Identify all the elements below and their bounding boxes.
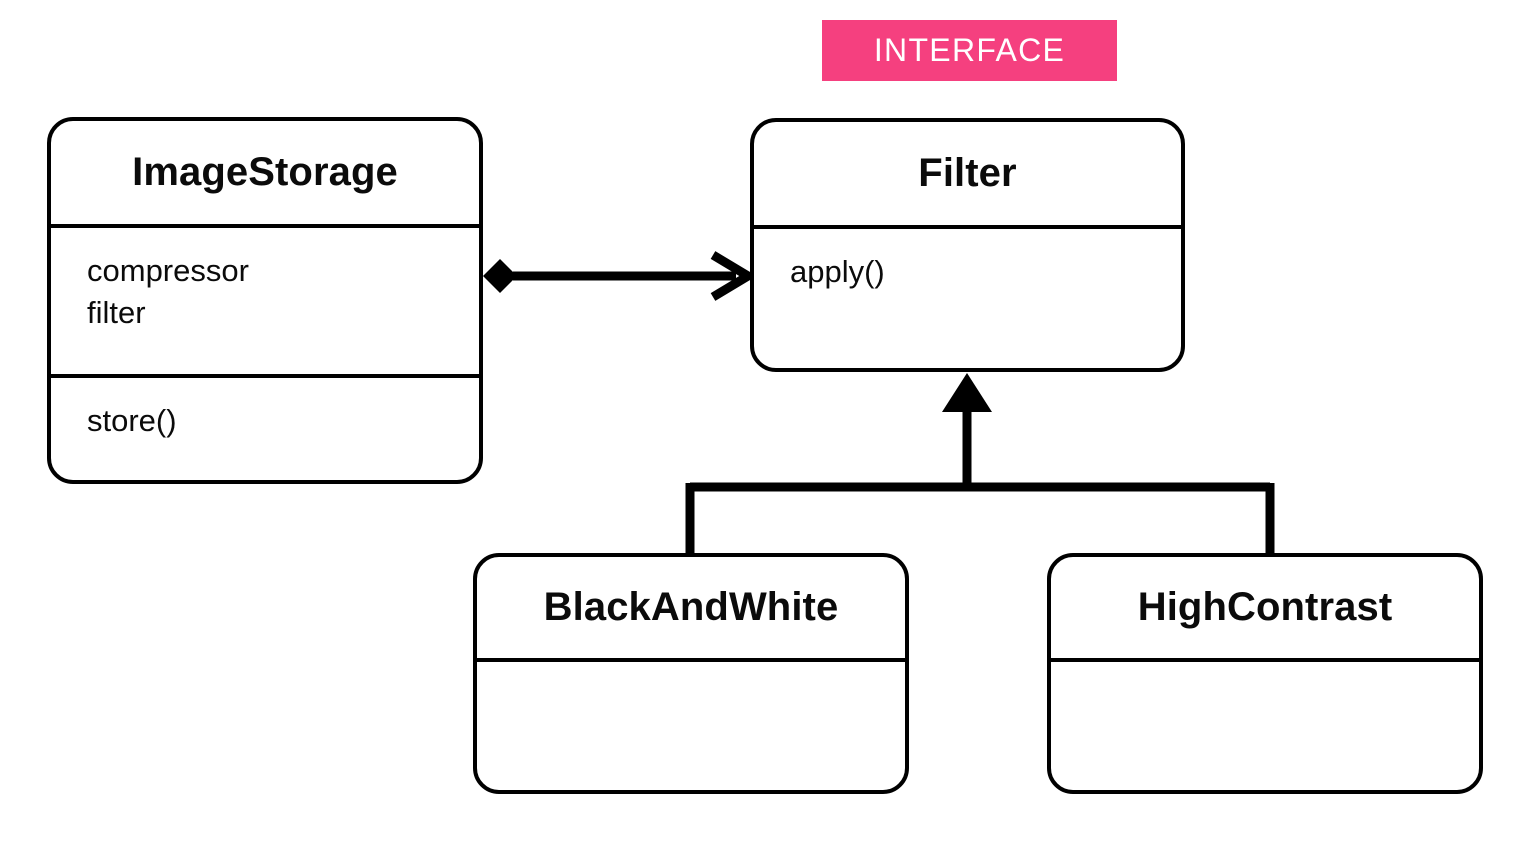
uml-class-imagestorage-attributes: compressor filter bbox=[51, 224, 479, 374]
uml-class-blackandwhite-title: BlackAndWhite bbox=[477, 557, 905, 658]
uml-class-imagestorage-name: ImageStorage bbox=[132, 150, 398, 194]
generalization-connector-tree bbox=[685, 373, 1275, 556]
filled-triangle-icon bbox=[942, 373, 992, 412]
uml-class-blackandwhite[interactable]: BlackAndWhite bbox=[473, 553, 909, 794]
uml-method: apply() bbox=[790, 254, 885, 289]
uml-class-blackandwhite-members bbox=[477, 658, 905, 790]
uml-class-filter-title: Filter bbox=[754, 122, 1181, 225]
uml-attribute: filter bbox=[87, 294, 146, 330]
filled-diamond-icon bbox=[483, 259, 517, 293]
uml-class-imagestorage-methods: store() bbox=[51, 374, 479, 480]
uml-method: store() bbox=[87, 403, 177, 438]
uml-class-imagestorage-title: ImageStorage bbox=[51, 121, 479, 224]
uml-attribute: compressor bbox=[87, 253, 249, 288]
uml-class-filter-methods: apply() bbox=[754, 225, 1181, 368]
uml-class-filter-name: Filter bbox=[918, 151, 1017, 195]
uml-class-highcontrast-members bbox=[1051, 658, 1479, 790]
uml-class-highcontrast[interactable]: HighContrast bbox=[1047, 553, 1483, 794]
uml-class-blackandwhite-name: BlackAndWhite bbox=[543, 585, 839, 629]
uml-class-imagestorage[interactable]: ImageStorage compressor filter store() bbox=[47, 117, 483, 484]
uml-class-highcontrast-title: HighContrast bbox=[1051, 557, 1479, 658]
stereotype-badge-label: INTERFACE bbox=[873, 32, 1066, 68]
uml-class-filter[interactable]: Filter apply() bbox=[750, 118, 1185, 372]
stereotype-badge-interface: INTERFACE bbox=[822, 20, 1117, 81]
uml-class-highcontrast-name: HighContrast bbox=[1137, 585, 1393, 629]
composition-connector-imagestorage-filter bbox=[483, 251, 757, 301]
open-arrow-icon bbox=[710, 251, 757, 301]
